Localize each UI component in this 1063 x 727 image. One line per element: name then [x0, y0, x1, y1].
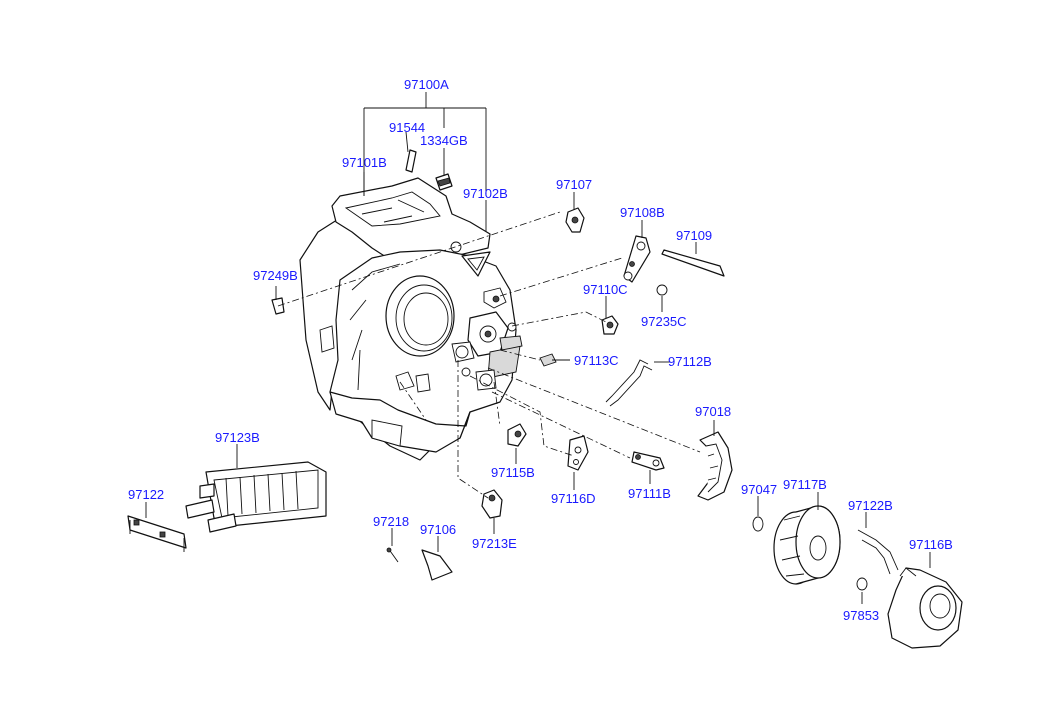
part-97108B-link: [623, 235, 651, 283]
label-97218[interactable]: 97218: [373, 514, 409, 529]
label-97235C[interactable]: 97235C: [641, 314, 687, 329]
part-labels: 97100A 91544 1334GB 97101B 97102B 97107 …: [128, 77, 953, 623]
label-97115B[interactable]: 97115B: [491, 465, 535, 480]
label-97111B[interactable]: 97111B: [628, 486, 671, 501]
part-1334GB-clip: [435, 173, 453, 191]
part-97213E-resistor: [481, 489, 503, 519]
label-97109[interactable]: 97109: [676, 228, 712, 243]
part-97110C-connector: [601, 315, 619, 335]
part-97113C-block: [539, 353, 557, 367]
part-97107-lever: [565, 207, 585, 233]
heater-housing: [299, 177, 523, 461]
part-97018-shroud: [697, 431, 733, 501]
part-97116B-blower-motor: [887, 567, 963, 649]
part-97122B-hose: [857, 529, 899, 575]
guide-lines: [277, 211, 701, 499]
part-91544-pin: [405, 149, 417, 173]
part-97122-bracket: [127, 515, 187, 552]
label-97107[interactable]: 97107: [556, 177, 592, 192]
label-97117B[interactable]: 97117B: [783, 477, 827, 492]
label-97018[interactable]: 97018: [695, 404, 731, 419]
label-97106[interactable]: 97106: [420, 522, 456, 537]
part-97123B-heater-core: [185, 461, 327, 533]
part-97235C-washer: [656, 284, 668, 296]
label-97213E[interactable]: 97213E: [472, 536, 517, 551]
part-97115B-actuator: [507, 423, 527, 447]
label-97047[interactable]: 97047: [741, 482, 777, 497]
part-97106-bracket: [421, 549, 453, 581]
label-97122[interactable]: 97122: [128, 487, 164, 502]
part-97111B-lever: [631, 451, 665, 471]
label-97110C[interactable]: 97110C: [583, 282, 628, 297]
part-97218-screw: [386, 547, 399, 563]
label-97108B[interactable]: 97108B: [620, 205, 665, 220]
part-97047-ring: [752, 516, 764, 532]
label-97123B[interactable]: 97123B: [215, 430, 260, 445]
label-97113C[interactable]: 97113C: [574, 353, 619, 368]
label-1334GB[interactable]: 1334GB: [420, 133, 468, 148]
part-97116D-bracket: [567, 435, 589, 471]
label-97249B[interactable]: 97249B: [253, 268, 298, 283]
label-91544[interactable]: 91544: [389, 120, 425, 135]
part-97112B-hose: [605, 359, 653, 407]
label-97853[interactable]: 97853: [843, 608, 879, 623]
part-97109-seal-strip: [661, 249, 725, 277]
label-97101B[interactable]: 97101B: [342, 155, 387, 170]
label-97102B[interactable]: 97102B: [463, 186, 508, 201]
leader-lines: [145, 92, 931, 604]
part-97117B-blower-fan: [773, 505, 841, 585]
part-97853-ring: [856, 577, 868, 591]
label-97112B[interactable]: 97112B: [668, 354, 712, 369]
label-97116B[interactable]: 97116B: [909, 537, 953, 552]
label-97100A[interactable]: 97100A: [404, 77, 449, 92]
label-97122B[interactable]: 97122B: [848, 498, 893, 513]
label-97116D[interactable]: 97116D: [551, 491, 596, 506]
